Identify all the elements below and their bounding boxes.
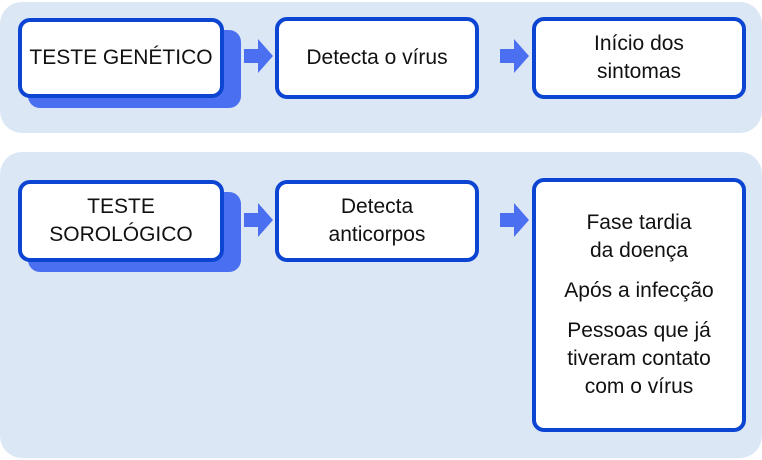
serological-test-box: TESTE SOROLÓGICO <box>18 180 224 262</box>
arrow-right-icon <box>244 39 273 73</box>
serological-detects-line: Detecta <box>340 195 414 218</box>
genetic-detects-box: Detecta o vírus <box>275 17 479 99</box>
after-infection-note: Após a infecção <box>564 277 713 305</box>
genetic-when-line: sintomas <box>596 60 682 83</box>
genetic-test-label: TESTE GENÉTICO <box>29 46 213 69</box>
note-line: com o vírus <box>584 375 694 398</box>
serological-when-box: Fase tardia da doença Após a infecção Pe… <box>532 178 746 432</box>
genetic-detects-label: Detecta o vírus <box>306 46 448 69</box>
serological-detects-line: anticorpos <box>328 223 426 246</box>
arrow-right-icon <box>244 203 273 237</box>
genetic-when-box: Início dos sintomas <box>532 17 746 99</box>
arrow-right-icon <box>500 203 529 237</box>
prior-contact-note: Pessoas que já tiveram contato com o vír… <box>567 317 711 401</box>
note-line: Após a infecção <box>564 279 714 302</box>
note-line: tiveram contato <box>567 347 711 370</box>
serological-detects-box: Detecta anticorpos <box>275 180 479 262</box>
serological-test-label-line: SOROLÓGICO <box>49 223 193 246</box>
serological-test-label-line: TESTE <box>87 195 155 218</box>
note-line: Pessoas que já <box>567 319 711 342</box>
genetic-when-line: Início dos <box>594 32 684 55</box>
note-line: da doença <box>589 239 689 262</box>
note-line: Fase tardia <box>586 211 692 234</box>
arrow-right-icon <box>500 39 529 73</box>
genetic-test-box: TESTE GENÉTICO <box>18 18 224 98</box>
late-phase-note: Fase tardia da doença <box>586 209 691 265</box>
